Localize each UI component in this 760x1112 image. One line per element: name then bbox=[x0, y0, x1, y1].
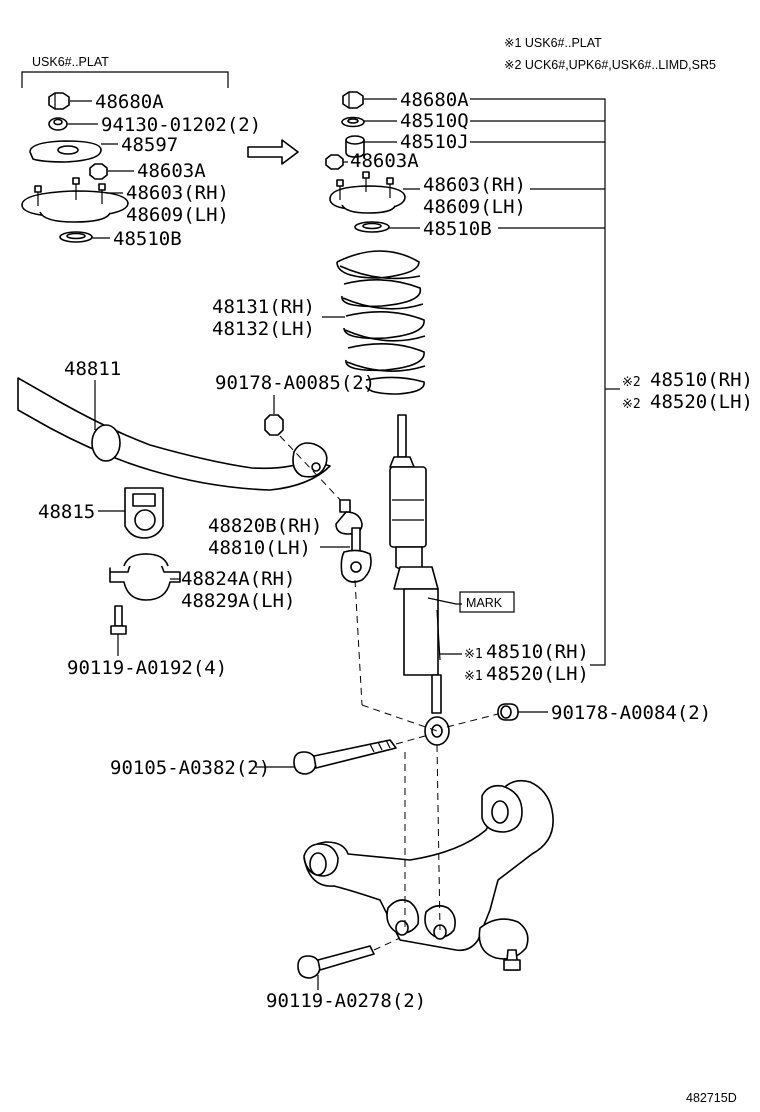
label-arm-bolt: 90119-A0278(2) bbox=[266, 990, 426, 1012]
label-right-bearing: 48510B bbox=[423, 218, 492, 240]
group-title: USK6#..PLAT bbox=[32, 55, 109, 69]
label-bar: 48811 bbox=[64, 358, 121, 380]
label-absorber-lh: 48520(LH) bbox=[486, 663, 589, 685]
small-nut-right bbox=[325, 154, 344, 170]
assy-bracket bbox=[470, 98, 606, 666]
label-strut-lh: 48520(LH) bbox=[650, 391, 753, 413]
label-plate: 48597 bbox=[121, 134, 178, 156]
dash-nut-shock bbox=[446, 713, 499, 728]
label-right-support-rh: 48603(RH) bbox=[423, 174, 526, 196]
support-left bbox=[21, 177, 129, 223]
washer-94130 bbox=[48, 117, 68, 131]
label-absorber-prefix-rh: ※1 bbox=[464, 647, 483, 662]
label-left-nut: 48680A bbox=[95, 91, 164, 113]
label-link-rh: 48820B(RH) bbox=[208, 515, 322, 537]
dash-arm-2 bbox=[436, 744, 441, 931]
stab-link bbox=[335, 499, 372, 583]
bearing-right bbox=[354, 221, 390, 233]
label-spring-lh: 48132(LH) bbox=[212, 318, 315, 340]
label-absorber-rh: 48510(RH) bbox=[486, 641, 589, 663]
note-1: ※1 USK6#..PLAT bbox=[504, 36, 602, 50]
group-bracket bbox=[21, 71, 229, 88]
label-washer-q: 48510Q bbox=[400, 110, 469, 132]
bracket-bolt bbox=[110, 605, 127, 635]
label-cushion: 48510J bbox=[400, 131, 469, 153]
bushing-bracket bbox=[109, 553, 181, 601]
label-bracket-bolt: 90119-A0192(4) bbox=[67, 657, 227, 679]
label-washer: 94130-01202(2) bbox=[101, 114, 261, 136]
nut-48680a-left bbox=[48, 92, 70, 110]
bolt-90105-a0382 bbox=[293, 739, 397, 775]
label-spring-rh: 48131(RH) bbox=[212, 296, 315, 318]
label-bushing: 48815 bbox=[38, 501, 95, 523]
stabilizer-bar bbox=[17, 377, 331, 491]
shock-absorber bbox=[389, 414, 450, 746]
cushion-48510j bbox=[345, 135, 365, 158]
dash-stab-nut bbox=[279, 435, 346, 506]
arrow-right-icon bbox=[247, 139, 299, 165]
bushing bbox=[124, 487, 164, 539]
mark-box bbox=[459, 591, 515, 613]
nut-48680a-right bbox=[342, 91, 364, 109]
drawing-number: 482715D bbox=[686, 1091, 737, 1105]
label-absorber-prefix-lh: ※1 bbox=[464, 669, 483, 684]
label-stab-nut: 90178-A0085(2) bbox=[215, 372, 375, 394]
plate-48597 bbox=[29, 140, 102, 163]
label-bracket-rh: 48824A(RH) bbox=[181, 568, 295, 590]
label-bracket-lh: 48829A(LH) bbox=[181, 590, 295, 612]
label-link-lh: 48810(LH) bbox=[208, 537, 311, 559]
stab-nut bbox=[264, 414, 284, 436]
label-right-support-lh: 48609(LH) bbox=[423, 196, 526, 218]
dash-arm-bolt bbox=[373, 937, 401, 951]
support-right bbox=[329, 171, 406, 214]
mark-label: MARK bbox=[466, 596, 503, 610]
label-strut-prefix-rh: ※2 bbox=[622, 375, 641, 390]
nut-90178-a0084 bbox=[497, 703, 519, 721]
label-lower-nut: 90178-A0084(2) bbox=[551, 702, 711, 724]
lower-control-arm bbox=[303, 779, 554, 971]
label-strut-rh: 48510(RH) bbox=[650, 369, 753, 391]
bearing-left bbox=[59, 231, 93, 243]
label-right-nut: 48680A bbox=[400, 89, 469, 111]
small-nut-left bbox=[89, 163, 108, 180]
label-left-support-lh: 48609(LH) bbox=[126, 204, 229, 226]
washer-48510q bbox=[341, 116, 365, 128]
label-lower-bolt: 90105-A0382(2) bbox=[110, 757, 270, 779]
dash-bolt-shock bbox=[395, 735, 426, 745]
dash-link-down bbox=[354, 579, 363, 706]
label-left-small-nut: 48603A bbox=[137, 160, 206, 182]
note-2: ※2 UCK6#,UPK6#,USK6#..LIMD,SR5 bbox=[504, 58, 716, 72]
coil-spring bbox=[336, 250, 426, 395]
dash-link-shock bbox=[361, 704, 438, 732]
label-left-support-rh: 48603(RH) bbox=[126, 182, 229, 204]
label-right-small-nut: 48603A bbox=[350, 150, 419, 172]
bolt-90119-a0278 bbox=[297, 945, 375, 979]
label-left-bearing: 48510B bbox=[113, 228, 182, 250]
label-strut-prefix-lh: ※2 bbox=[622, 397, 641, 412]
